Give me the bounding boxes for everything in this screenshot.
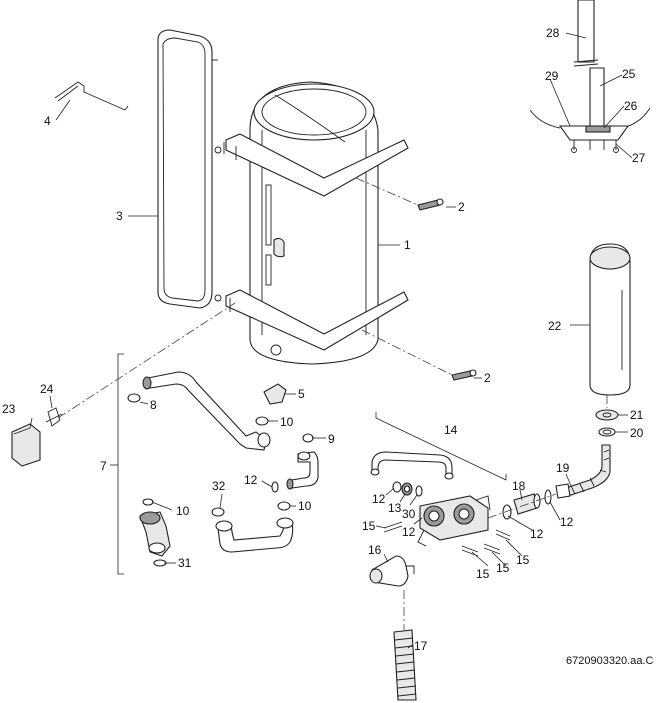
part-24-clip	[45, 407, 63, 427]
label-32: 32	[212, 479, 226, 493]
label-9: 9	[328, 432, 335, 446]
label-10-c: 10	[298, 499, 312, 513]
part-5-clamp	[263, 383, 287, 405]
label-12-c: 12	[530, 527, 544, 541]
part-17-drain-hose	[393, 629, 417, 701]
part-10-washer-a	[255, 416, 269, 426]
part-30-washer	[415, 485, 423, 497]
part-18-fitting	[513, 493, 541, 515]
axis-line-screw-upper	[355, 177, 419, 206]
small-bent-pipe	[286, 451, 319, 490]
label-5: 5	[298, 387, 305, 401]
label-30: 30	[402, 507, 416, 521]
label-12-b: 12	[372, 492, 386, 506]
part-20-washer	[598, 427, 616, 437]
label-31: 31	[178, 556, 192, 570]
label-12-e: 12	[402, 525, 416, 539]
group-bracket-14	[375, 412, 507, 481]
label-20: 20	[630, 426, 644, 440]
leader-lines	[29, 32, 633, 649]
label-21: 21	[630, 408, 644, 422]
label-12-d: 12	[560, 515, 574, 529]
label-26: 26	[624, 99, 638, 113]
label-28: 28	[546, 26, 560, 40]
label-15-a: 15	[362, 519, 376, 533]
u-pipe	[215, 517, 294, 553]
part-4-wire-rod	[54, 81, 129, 111]
label-16: 16	[368, 543, 382, 557]
label-23: 23	[2, 402, 16, 416]
long-pipe	[142, 371, 271, 451]
part-15-clip-a	[383, 521, 403, 533]
part-13-fitting	[401, 482, 413, 496]
part-12-washer-c	[502, 504, 512, 520]
label-4: 4	[44, 114, 51, 128]
part-3-expansion-vessel	[157, 29, 222, 309]
label-17: 17	[414, 639, 428, 653]
label-29: 29	[545, 69, 559, 83]
axis-line-right	[487, 493, 557, 519]
label-10-b: 10	[176, 504, 190, 518]
label-3: 3	[116, 209, 123, 223]
label-13: 13	[388, 501, 402, 515]
part-12-washer-b	[392, 481, 402, 493]
part-15-clip-d	[495, 529, 511, 541]
label-19: 19	[556, 461, 570, 475]
part-8-washer	[127, 393, 141, 403]
label-14: 14	[444, 423, 458, 437]
label-10-a: 10	[280, 415, 294, 429]
label-24: 24	[40, 382, 54, 396]
label-15-b: 15	[476, 567, 490, 581]
label-1: 1	[404, 238, 411, 252]
group-bracket-7	[117, 353, 124, 575]
part-labels: 4 3 2 1 2 22 5 10 9 8 7 10 10 12 32 31 2…	[2, 26, 646, 653]
drawing-code: 6720903320.aa.C	[566, 655, 654, 667]
part-15-clip-b	[461, 545, 479, 557]
elbow-fitting	[139, 511, 171, 557]
part-10-washer-b	[142, 498, 154, 506]
label-2-upper: 2	[458, 200, 465, 214]
part-1-tank	[223, 81, 409, 365]
part-23-sensor	[11, 423, 41, 467]
part-22-cylinder	[589, 243, 631, 396]
label-12-a: 12	[244, 473, 258, 487]
label-7: 7	[100, 459, 107, 473]
valve-block	[417, 495, 491, 547]
axis-line-sensor	[57, 302, 236, 419]
label-22: 22	[548, 319, 562, 333]
label-2-lower: 2	[484, 371, 491, 385]
part-32-washer	[211, 507, 225, 517]
part-2-screw-upper	[417, 198, 444, 211]
part-16-funnel	[369, 555, 415, 587]
part-14-pipe	[370, 451, 454, 480]
label-15-c: 15	[496, 561, 510, 575]
detail-inset	[529, 0, 651, 153]
label-27: 27	[632, 151, 646, 165]
part-2-screw-lower	[451, 369, 477, 381]
part-12-washer-a	[271, 481, 279, 493]
label-25: 25	[622, 67, 636, 81]
label-8: 8	[150, 398, 157, 412]
part-15-clip-c	[483, 543, 501, 555]
label-18: 18	[512, 479, 526, 493]
part-21-nut	[595, 409, 619, 421]
part-9-washer	[302, 433, 314, 443]
part-19-flexible-hose	[555, 444, 611, 499]
part-10-washer-c	[277, 501, 291, 511]
label-15-d: 15	[516, 553, 530, 567]
